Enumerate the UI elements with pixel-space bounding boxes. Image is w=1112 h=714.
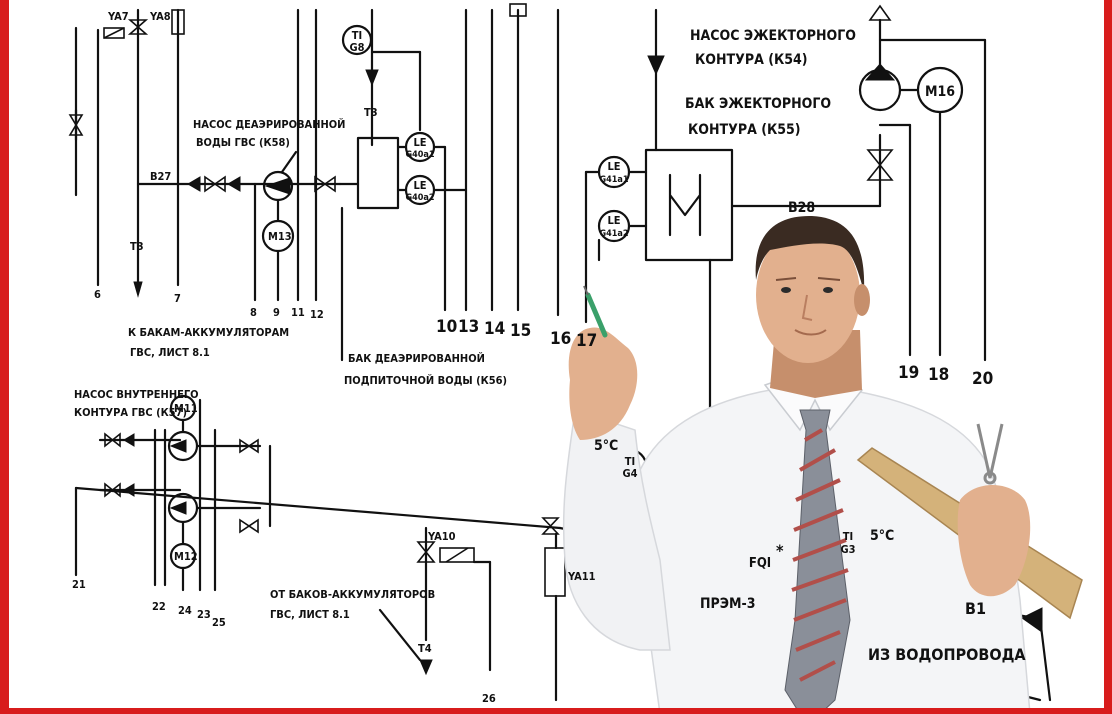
inst-tig8-bot: G8 (349, 41, 364, 54)
label-ot-bakov-1: ОТ БАКОВ-АККУМУЛЯТОРОВ (270, 588, 435, 601)
label-m13: М13 (268, 230, 292, 243)
inst-fqi: FQI (749, 556, 771, 571)
num-17: 17 (576, 331, 597, 351)
label-bak-deaer-2: ПОДПИТОЧНОЙ ВОДЫ (К56) (344, 374, 507, 387)
label-k-bakam-2: ГВС, ЛИСТ 8.1 (130, 346, 210, 359)
label-nasos-ezh-1: НАСОС ЭЖЕКТОРНОГО (690, 28, 856, 44)
num-26: 26 (482, 692, 496, 705)
inst-le40a2-bot: G40a2 (405, 193, 434, 203)
inst-le41a2-bot: G41a2 (599, 229, 628, 239)
label-temp-1: 5°С (594, 438, 618, 454)
label-ya11: YA11 (567, 570, 596, 583)
num-11: 11 (291, 306, 305, 319)
label-b28: В28 (788, 200, 815, 216)
label-nasos-deaer-1: НАСОС ДЕАЭРИРОВАННОЙ (193, 118, 345, 131)
inst-le40a2-top: LE (413, 179, 426, 192)
num-9: 9 (273, 306, 280, 319)
line-numbers: 6 7 8 9 11 12 10 13 14 15 16 17 19 18 20… (72, 288, 993, 705)
inst-le40a1-top: LE (413, 136, 426, 149)
inst-le41a1-top: LE (607, 160, 620, 173)
engineer-figure (562, 215, 1083, 714)
label-nasos-deaer-2: ВОДЫ ГВС (К58) (196, 136, 290, 149)
num-24: 24 (178, 604, 192, 617)
label-bak-ezh-1: БАК ЭЖЕКТОРНОГО (685, 96, 831, 112)
label-prem: ПРЭМ-3 (700, 596, 756, 612)
num-25: 25 (212, 616, 226, 629)
num-20: 20 (972, 369, 993, 389)
inst-tig8-top: TI (352, 29, 362, 42)
label-m16: М16 (925, 84, 955, 100)
instrument-tags: TI G8 LE G40a1 LE G40a2 LE G41a1 LE G41a… (349, 29, 855, 571)
inst-tig3-top: TI (843, 530, 853, 543)
inst-tig4-top: TI (625, 455, 635, 468)
label-ya10: YA10 (427, 530, 456, 543)
diagram-labels: НАСОС ЭЖЕКТОРНОГО КОНТУРА (К54) БАК ЭЖЕК… (74, 10, 1026, 664)
label-temp-2: 5°С (870, 528, 894, 544)
label-m12: М12 (174, 550, 198, 563)
num-18: 18 (928, 365, 949, 385)
num-8: 8 (250, 306, 257, 319)
label-iz-vodoprovoda: ИЗ ВОДОПРОВОДА (868, 645, 1026, 664)
label-t3b: Т3 (364, 106, 378, 119)
inst-le41a2-top: LE (607, 214, 620, 227)
num-13: 13 (458, 317, 479, 337)
frame-right-bar (1104, 0, 1112, 714)
label-nasos-vnutr-2: КОНТУРА ГВС (К57) (74, 406, 187, 419)
num-7: 7 (174, 292, 181, 305)
label-nasos-vnutr-1: НАСОС ВНУТРЕННЕГО (74, 388, 199, 401)
num-21: 21 (72, 578, 86, 591)
label-nasos-ezh-2: КОНТУРА (К54) (695, 52, 808, 68)
frame-bottom-bar (0, 708, 1112, 714)
label-ya7: YA7 (107, 10, 129, 23)
label-t4: Т4 (418, 642, 432, 655)
label-bak-ezh-2: КОНТУРА (К55) (688, 122, 801, 138)
num-23: 23 (197, 608, 211, 621)
label-t3a: Т3 (130, 240, 144, 253)
inst-tig3-bot: G3 (840, 543, 855, 556)
num-16: 16 (550, 329, 571, 349)
num-12: 12 (310, 308, 324, 321)
num-15: 15 (510, 321, 531, 341)
inst-le40a1-bot: G40a1 (405, 150, 434, 160)
inst-le41a1-bot: G41a1 (599, 175, 628, 185)
label-b1: В1 (965, 599, 986, 618)
num-19: 19 (898, 363, 919, 383)
label-b27: В27 (150, 170, 171, 183)
num-14: 14 (484, 319, 505, 339)
num-10: 10 (436, 317, 457, 337)
label-k-bakam-1: К БАКАМ-АККУМУЛЯТОРАМ (128, 326, 289, 339)
label-asterisk: * (776, 541, 784, 560)
hair (755, 215, 865, 292)
inst-tig4-bot: G4 (622, 467, 637, 480)
label-bak-deaer-1: БАК ДЕАЭРИРОВАННОЙ (348, 352, 485, 365)
label-ya8: YA8 (149, 10, 171, 23)
label-m11: М11 (174, 402, 198, 415)
num-6: 6 (94, 288, 101, 301)
label-ot-bakov-2: ГВС, ЛИСТ 8.1 (270, 608, 350, 621)
num-22: 22 (152, 600, 166, 613)
frame-left-bar (0, 0, 9, 714)
